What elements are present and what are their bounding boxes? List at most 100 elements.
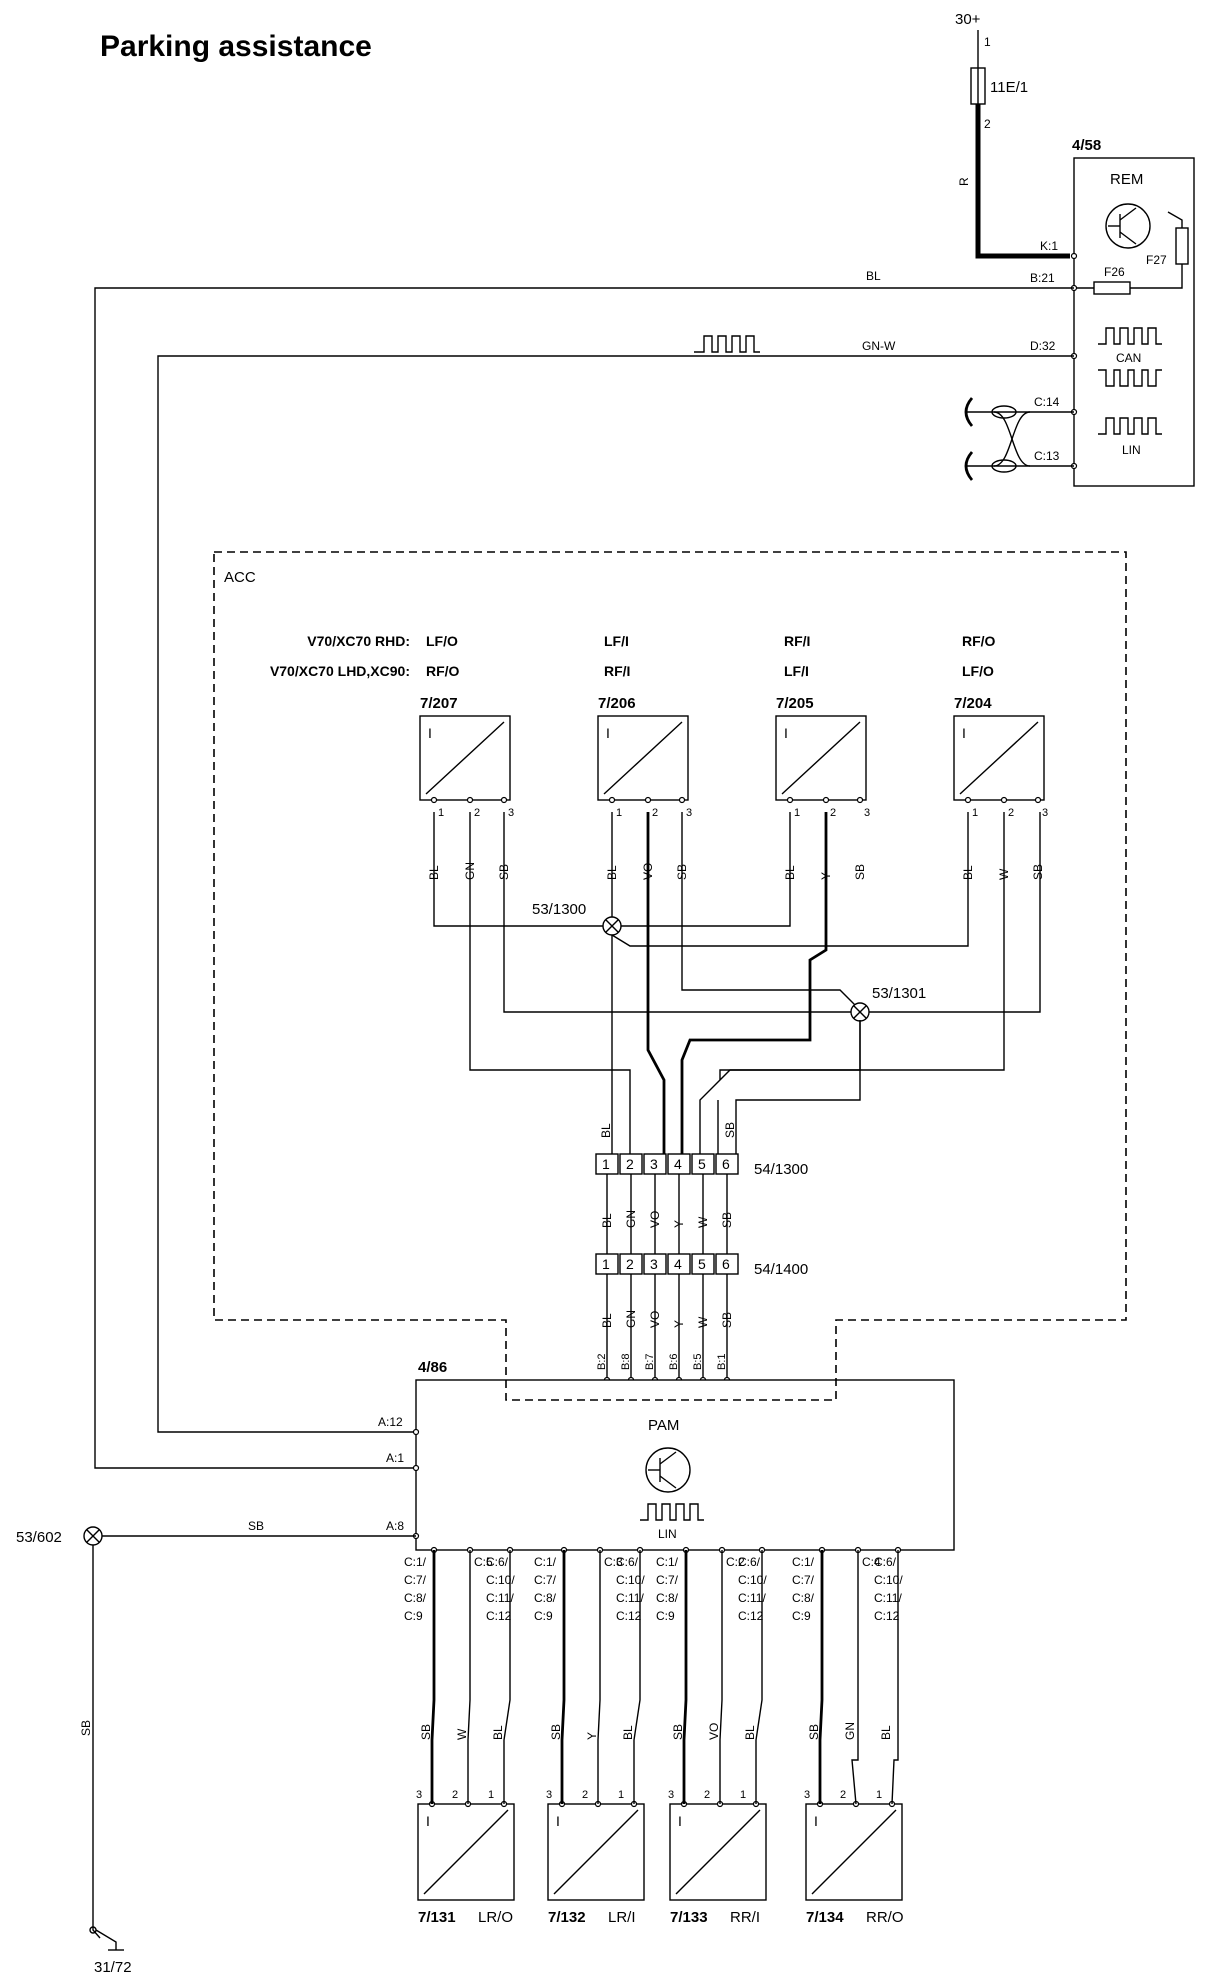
front-sensor-pin-number: 2 [474, 807, 480, 819]
splice-53-1300 [602, 916, 622, 936]
splice-53-1301-label: 53/1301 [872, 985, 926, 1002]
fuse-pin-bottom: 2 [984, 117, 991, 131]
pam-lin-wave-icon [640, 1503, 704, 1521]
front-sensor-mark: I [428, 725, 432, 741]
pam-input-pin-label: B:6 [668, 1353, 680, 1370]
rear-sensor-position: RR/I [730, 1909, 760, 1926]
pam-lin-label: LIN [658, 1527, 677, 1541]
front-sensor-ref: 7/204 [954, 695, 992, 712]
ground-ref: 31/72 [94, 1959, 132, 1976]
pam-output-pin-label: C:4 [862, 1555, 881, 1569]
fuse-f27 [1175, 227, 1189, 265]
rear-sensor-position: RR/O [866, 1909, 904, 1926]
front-sensor-pin [466, 796, 474, 804]
connector-link-wire-label: VO [648, 1211, 662, 1228]
rear-sensor-pin-number: 2 [704, 1789, 710, 1801]
rear-sensor-wire-label: BL [743, 1725, 757, 1740]
rear-sensor-diagonal [553, 1809, 639, 1895]
rem-name: REM [1110, 171, 1143, 188]
pam-transistor-icon [645, 1447, 691, 1493]
rem-lin-wave-icon [1098, 417, 1162, 435]
front-sensor-pin [1000, 796, 1008, 804]
front-sensor-pin-number: 1 [616, 807, 622, 819]
rear-sensor-pin-number: 1 [740, 1789, 746, 1801]
supply-label: 30+ [955, 11, 981, 28]
connector-link-wire-label: Y [672, 1220, 686, 1228]
pam-input-wire-label: BL [600, 1313, 614, 1328]
fuse-label: 11E/1 [990, 79, 1028, 96]
rear-sensor-wire [682, 1550, 688, 1804]
variant-row-1-value: RF/O [962, 633, 996, 649]
rear-sensor-wire [430, 1550, 436, 1804]
pam-input-wire-label: Y [672, 1320, 686, 1328]
rem-transistor-icon [1105, 203, 1151, 249]
pam-output-pin-label: C:12 [486, 1609, 512, 1623]
front-sensor-diagonal [781, 721, 861, 795]
variant-row-2-label: V70/XC70 LHD,XC90: [270, 663, 410, 679]
pam-output-pin-label: C:1/ [404, 1555, 427, 1569]
connector-54-1400-pin: 3 [650, 1256, 658, 1272]
pam-pin-a8: A:8 [386, 1519, 404, 1533]
variant-row-2-value: LF/O [962, 663, 994, 679]
rear-sensor-ref: 7/132 [548, 1909, 586, 1926]
can-wave-icon [1098, 327, 1162, 345]
rear-sensor-mark: I [556, 1813, 560, 1829]
pam-input-pin-label: B:7 [644, 1353, 656, 1370]
harness-wire-label: SB [723, 1122, 737, 1138]
front-sensor-ref: 7/205 [776, 695, 814, 712]
rear-sensor-diagonal [423, 1809, 509, 1895]
rem-pin-c13: C:13 [1034, 449, 1060, 463]
variant-row-1-value: RF/I [784, 633, 810, 649]
pam-output-pin-label: C:8/ [792, 1591, 815, 1605]
pam-input-pin-label: B:1 [716, 1353, 728, 1370]
rem-lin-label: LIN [1122, 443, 1141, 457]
wire-sb-ground-label: SB [79, 1720, 93, 1736]
pam-input-pin-label: B:8 [620, 1353, 632, 1370]
fuse-f26-label: F26 [1104, 265, 1125, 279]
splice-53-602 [83, 1526, 103, 1546]
front-sensor-wire-label: SB [853, 864, 867, 880]
pam-output-pin-label: C:2 [726, 1555, 745, 1569]
front-sensor-mark: I [606, 725, 610, 741]
front-sensor-pin [964, 796, 972, 804]
rear-sensor-pin-number: 1 [488, 1789, 494, 1801]
front-sensor-pin [678, 796, 686, 804]
connector-link-wire-label: GN [624, 1210, 638, 1228]
pam-output-pin-label: C:11/ [616, 1591, 644, 1605]
rear-sensor-diagonal [675, 1809, 761, 1895]
front-sensor-wire-label: SB [1031, 864, 1045, 880]
pam-output-pin-label: C:7/ [656, 1573, 679, 1587]
rear-sensor-pin-number: 1 [618, 1789, 624, 1801]
front-sensor-pin-number: 2 [1008, 807, 1014, 819]
rear-sensor-pin-number: 2 [840, 1789, 846, 1801]
front-sensor-pin [500, 796, 508, 804]
pam-output-pin-label: C:7/ [792, 1573, 815, 1587]
can-twisted-pair [964, 397, 1074, 481]
wire-gnw-top-label: GN-W [862, 339, 896, 353]
pam-output-pin-label: C:7/ [404, 1573, 427, 1587]
rear-sensor-ref: 7/134 [806, 1909, 844, 1926]
fuse-f27-label: F27 [1146, 253, 1167, 267]
rear-sensor-wire-label: SB [549, 1724, 563, 1740]
rear-sensor-pin-number: 2 [452, 1789, 458, 1801]
rem-ref: 4/58 [1072, 137, 1101, 154]
pam-output-pin-label: C:5 [474, 1555, 493, 1569]
connector-54-1300-label: 54/1300 [754, 1161, 808, 1178]
front-sensor-pin-number: 1 [794, 807, 800, 819]
splice-53-1300-label: 53/1300 [532, 901, 586, 918]
supply-wire-color: R [957, 177, 971, 186]
pam-output-pin-label: C:6/ [874, 1555, 897, 1569]
rear-sensor-ref: 7/133 [670, 1909, 708, 1926]
front-sensor-diagonal [425, 721, 505, 795]
rear-sensor-wire [891, 1550, 899, 1805]
pam-output-pin-label: C:12 [874, 1609, 900, 1623]
wire-sb-ground [92, 1545, 101, 1939]
pam-output-pin-label: C:11/ [874, 1591, 902, 1605]
connector-link-wire-label: SB [720, 1212, 734, 1228]
wire-bl-top-label: BL [866, 269, 881, 283]
front-sensor-pin [856, 796, 864, 804]
rear-sensor-ref: 7/131 [418, 1909, 456, 1926]
rear-sensor-pin-number: 3 [416, 1789, 422, 1801]
rear-sensor-wire [851, 1550, 859, 1805]
